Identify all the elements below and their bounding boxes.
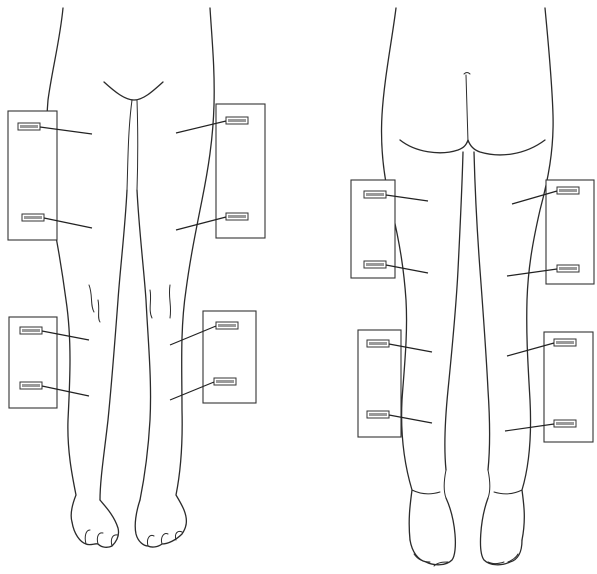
back-buttocks-line (400, 140, 545, 155)
back-gluteal-cleft (466, 75, 468, 142)
back-right-heel (488, 554, 518, 564)
back-left-ankle (412, 470, 446, 498)
back-left-inner-leg (445, 152, 463, 470)
back-right-foot (481, 498, 522, 565)
front-left-leg-outline (46, 8, 76, 522)
front-left-knee-mark (89, 285, 100, 322)
back-right-ankle (488, 470, 522, 498)
back-top-mark (464, 73, 470, 75)
back-left-foot (410, 498, 455, 565)
front-right-foot (135, 500, 186, 547)
front-inner-thigh-left (127, 100, 132, 190)
back-right-inner-leg (474, 152, 490, 470)
front-crotch-line (104, 82, 163, 100)
front-right-knee-mark (150, 285, 171, 318)
front-view (8, 8, 265, 547)
front-right-leg-outline (176, 8, 214, 525)
front-left-inner-leg (100, 190, 127, 500)
front-left-toes (85, 530, 118, 546)
back-view (351, 8, 594, 566)
front-right-inner-leg (137, 190, 151, 500)
front-inner-thigh-right (137, 100, 138, 190)
